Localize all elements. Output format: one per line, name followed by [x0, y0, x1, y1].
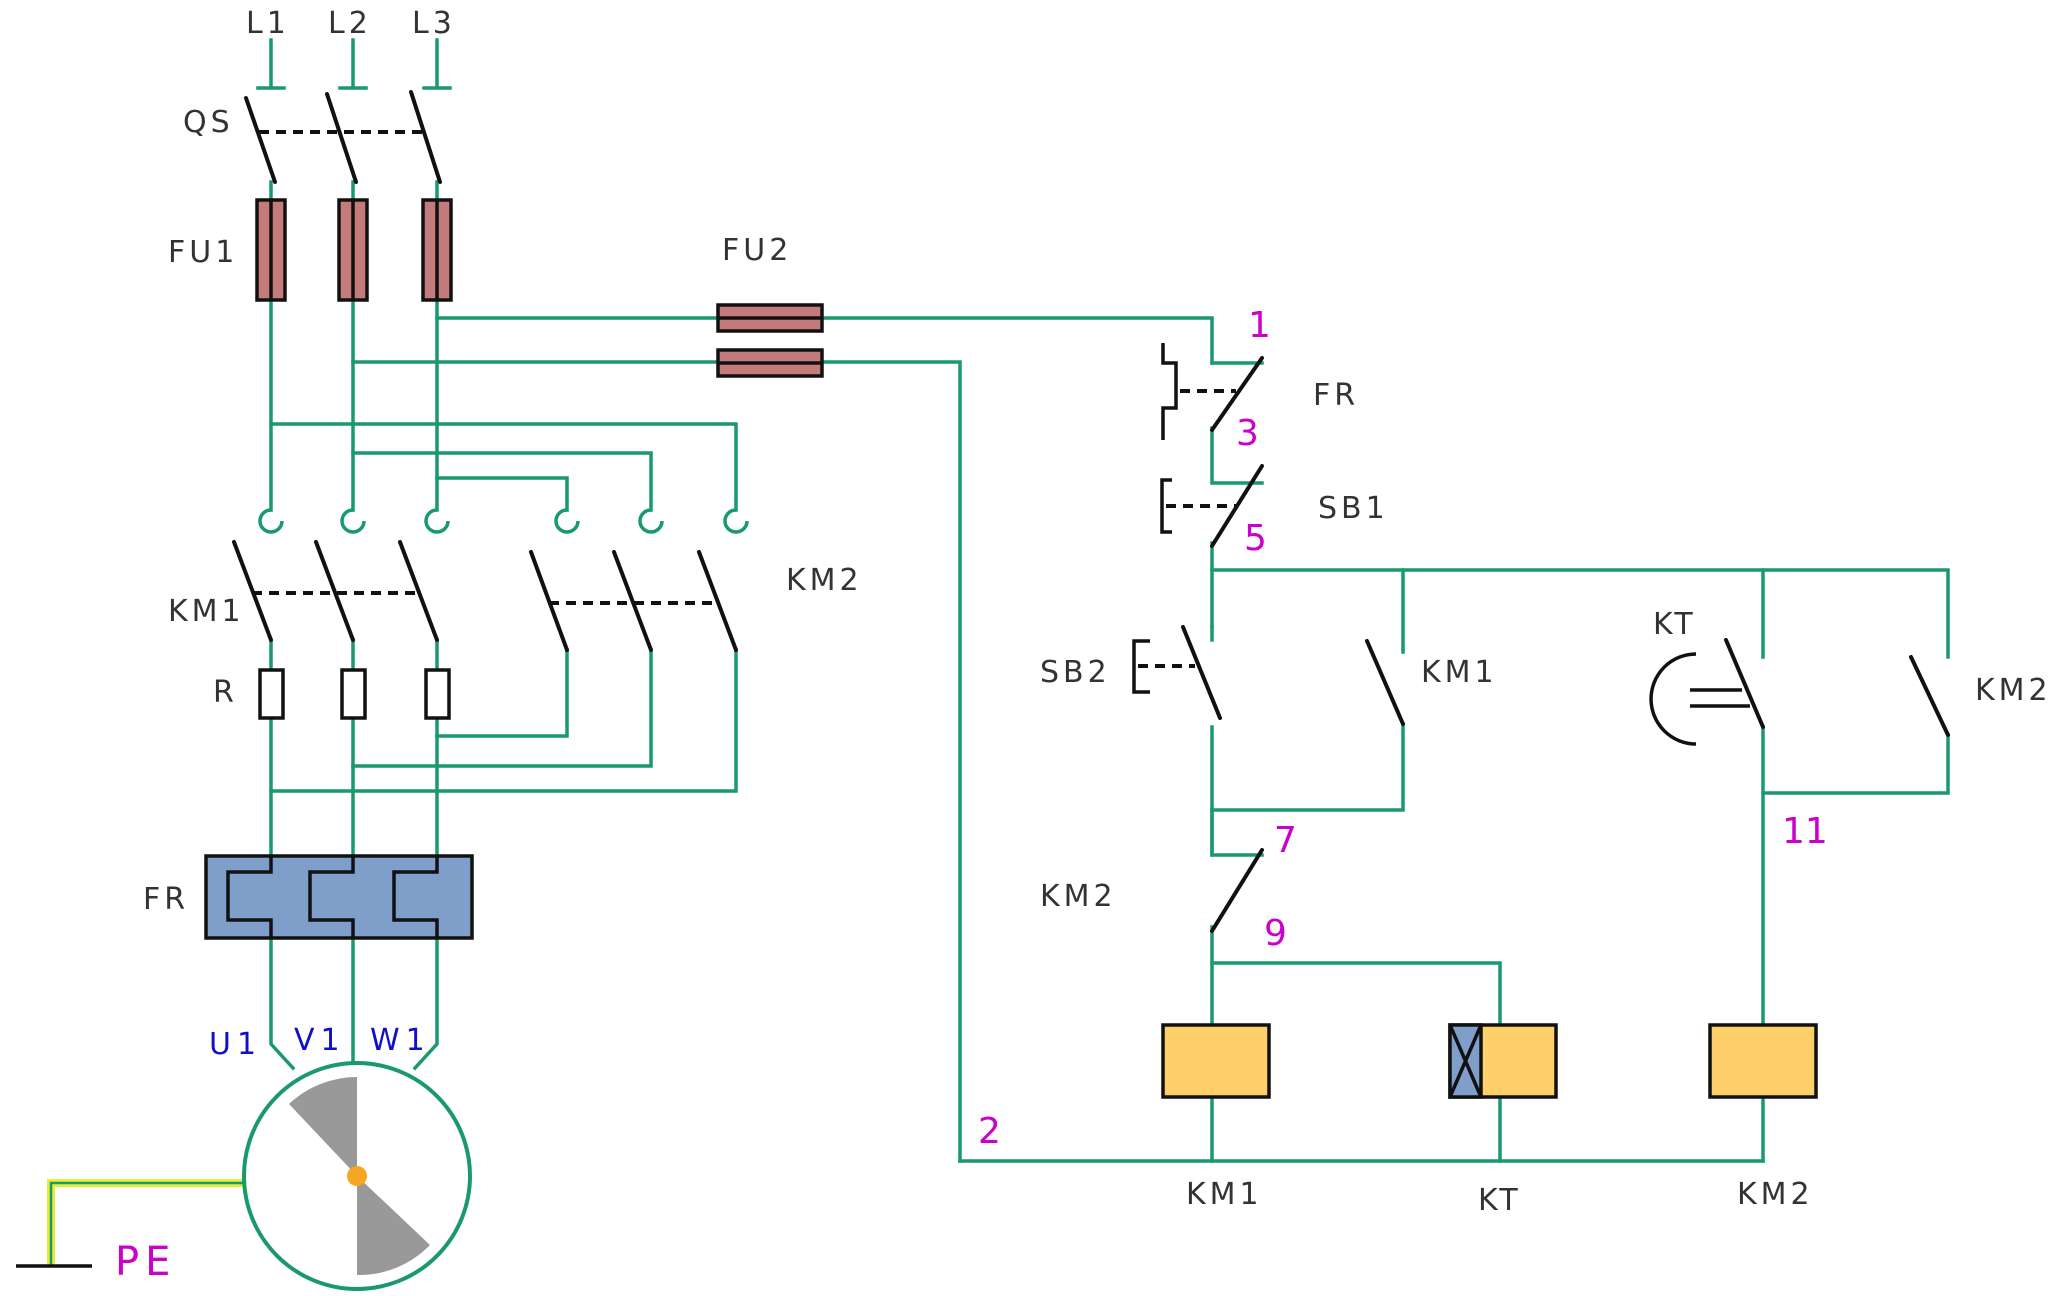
label-fr-main: FR: [143, 882, 189, 917]
label-km2-interlock: KM2: [1040, 879, 1117, 914]
km2-main-contacts: [529, 508, 749, 652]
label-coil-kt: KT: [1478, 1183, 1522, 1218]
main-circuit-wires: [256, 38, 1214, 1163]
fu1-fuses: [255, 198, 453, 302]
node-3: 3: [1236, 413, 1259, 454]
label-km2-hold: KM2: [1975, 673, 2048, 708]
label-pe: PE: [115, 1239, 176, 1285]
coil-km1: [1161, 1023, 1271, 1099]
sb1-stop-button: [1160, 464, 1264, 548]
qs-switch: [244, 90, 442, 184]
earth-wire-core: [49, 1181, 243, 1266]
node-9: 9: [1264, 913, 1287, 954]
label-kt-contact: KT: [1653, 607, 1697, 642]
label-w1: W1: [370, 1023, 431, 1058]
control-circuit-wires: [958, 361, 1950, 1163]
motor-blade-upper: [289, 1077, 357, 1176]
km2-interlock-contact: [1210, 848, 1264, 933]
label-fr-control: FR: [1313, 378, 1359, 413]
label-fu1: FU1: [168, 235, 238, 270]
coil-kt: [1448, 1023, 1558, 1099]
motor-hub: [347, 1166, 367, 1186]
label-km1-hold: KM1: [1421, 655, 1498, 690]
coil-km2: [1708, 1023, 1818, 1099]
label-coil-km2: KM2: [1737, 1177, 1814, 1212]
label-l3: L3: [412, 6, 456, 41]
node-7: 7: [1274, 820, 1297, 861]
label-km2-main: KM2: [786, 563, 863, 598]
node-1: 1: [1248, 305, 1271, 346]
km1-hold-contact: [1365, 639, 1405, 726]
label-l2: L2: [328, 6, 372, 41]
thermal-relay-fr: [204, 854, 474, 940]
label-fu2: FU2: [722, 233, 792, 268]
resistors: [258, 668, 451, 720]
node-5: 5: [1244, 518, 1267, 559]
label-v1: V1: [294, 1023, 346, 1058]
label-r: R: [213, 675, 238, 710]
km1-main-contacts: [232, 508, 450, 642]
fu2-fuses: [716, 303, 824, 378]
kt-timer-contact: [1649, 638, 1765, 746]
node-2: 2: [978, 1111, 1001, 1152]
label-sb1: SB1: [1318, 491, 1389, 526]
motor: [242, 1061, 472, 1291]
sb2-start-button: [1132, 625, 1222, 720]
label-l1: L1: [246, 6, 290, 41]
label-coil-km1: KM1: [1186, 1177, 1263, 1212]
label-u1: U1: [209, 1027, 262, 1062]
label-sb2: SB2: [1040, 655, 1111, 690]
motor-blade-lower: [357, 1176, 430, 1276]
label-qs: QS: [183, 105, 234, 140]
fr-control-contact: [1161, 343, 1264, 440]
node-11: 11: [1782, 811, 1828, 852]
label-km1-main: KM1: [168, 594, 245, 629]
km2-hold-contact: [1909, 655, 1950, 737]
